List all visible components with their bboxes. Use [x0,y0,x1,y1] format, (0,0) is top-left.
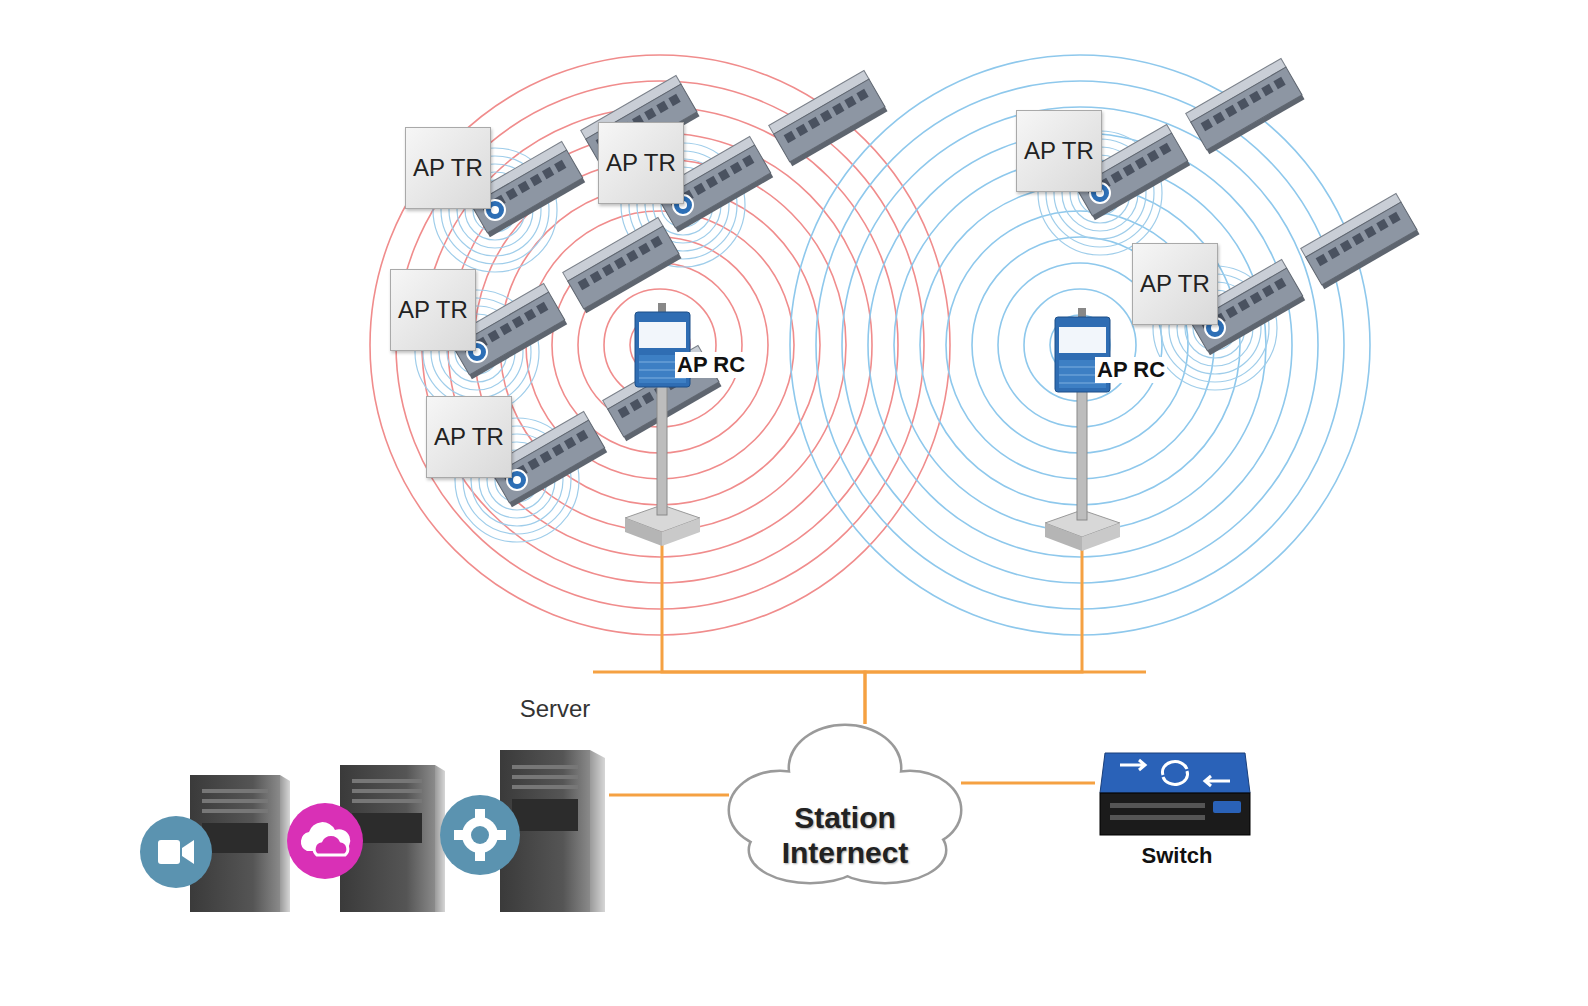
node-label: AP RC [675,352,747,378]
coverage-ring [370,55,950,635]
ap-tr-box: AP TR [1016,110,1102,192]
node-label: AP TR [1024,137,1094,165]
trains [415,58,1419,542]
node-label: AP TR [413,154,483,182]
coverage-ring [790,55,1370,635]
node-label: AP TR [606,149,676,177]
ap-tr-box: AP TR [1132,243,1218,325]
node-label: AP RC [1095,357,1167,383]
coverage-ring [868,133,1292,557]
access-point-symbol [1045,305,1177,553]
network-cloud: Station Internect [725,720,965,885]
ap-tr-box: AP TR [598,122,684,204]
network-link [609,794,729,797]
switch-unit: Switch [1095,745,1259,873]
radio-coverage [370,55,1370,635]
coverage-ring [842,107,1318,583]
node-label: AP TR [1140,270,1210,298]
server-symbol [497,695,609,915]
other-servers [140,765,445,912]
ap-tr-box: AP TR [390,269,476,351]
coverage-ring [422,107,898,583]
ap-rc-unit: AP RC [1045,305,1177,550]
node-label: Switch [1093,843,1261,869]
network-link [865,542,1082,724]
network-link [662,540,865,724]
server-unit: Server [497,695,613,915]
coverage-ring [1024,289,1136,401]
ap-tr-box: AP TR [426,396,512,478]
access-point-symbol [625,300,757,548]
coverage-ring [816,81,1344,609]
ap-tr-box: AP TR [405,127,491,209]
node-label: AP TR [398,296,468,324]
node-label: AP TR [434,423,504,451]
node-label: Server [495,695,615,723]
network-link [961,782,1095,785]
ap-rc-unit: AP RC [625,300,757,548]
node-label: Station Internect [760,800,930,870]
